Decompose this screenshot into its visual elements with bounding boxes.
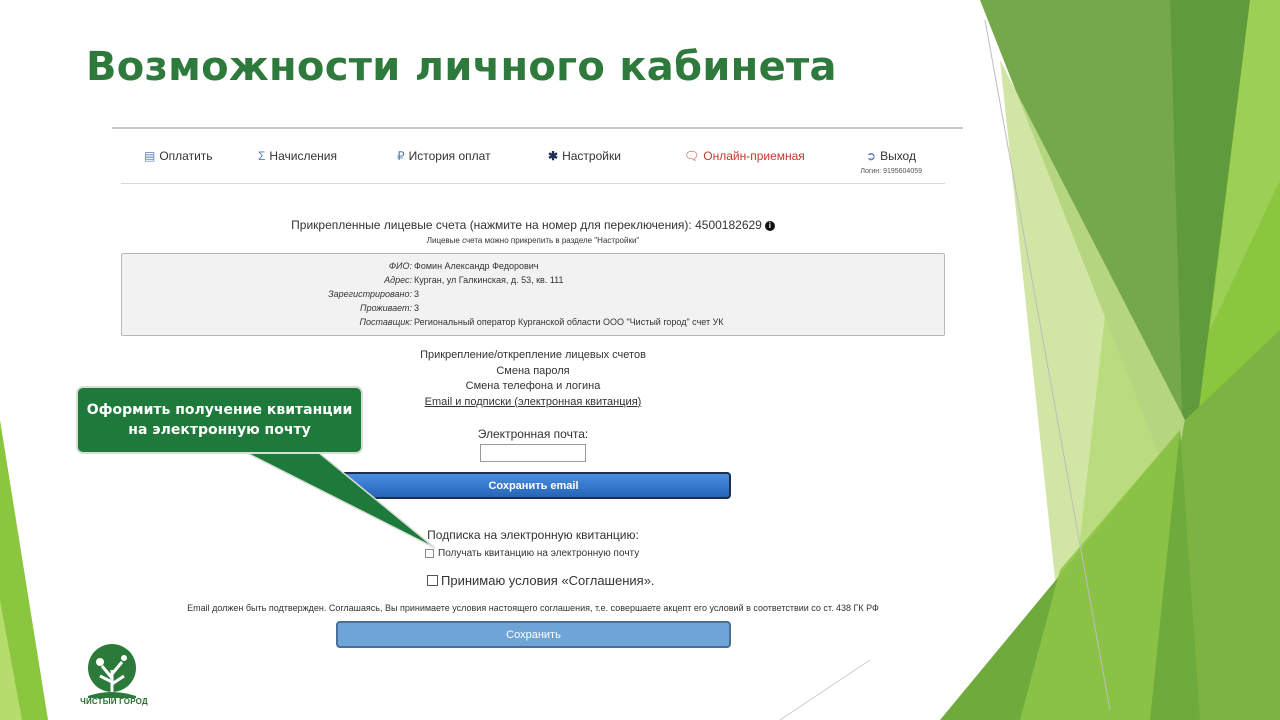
settings-links: Прикрепление/открепление лицевых счетов … (121, 348, 945, 410)
nav-item-label: История оплат (408, 149, 491, 163)
link-change-phone-login[interactable]: Смена телефона и логина (465, 380, 601, 392)
logout-icon: ➲ (866, 149, 877, 163)
info-value: 3 (414, 303, 420, 313)
info-row-provider: Поставщик: Региональный оператор Курганс… (122, 317, 944, 331)
agreement-option[interactable]: Принимаю условия «Соглашения». (427, 573, 655, 588)
link-attach-accounts[interactable]: Прикрепление/открепление лицевых счетов (420, 349, 646, 361)
sigma-icon: Σ (258, 149, 266, 163)
nav-item-label: Выход (880, 149, 916, 163)
nav-item-label: Начисления (269, 149, 337, 163)
account-info-box: ФИО: Фомин Александр Федорович Адрес: Ку… (121, 253, 945, 336)
info-value: Региональный оператор Курганской области… (414, 317, 724, 327)
top-divider (112, 127, 963, 129)
nav-item-settings[interactable]: ✱Настройки (548, 149, 621, 163)
callout-line-2: на электронную почту (128, 422, 311, 438)
save-email-button[interactable]: Сохранить email (336, 472, 731, 499)
disclaimer-text: Email должен быть подтвержден. Соглашаяс… (187, 603, 879, 613)
info-value: 3 (414, 289, 420, 299)
subscription-label: Подписка на электронную квитанцию: (427, 528, 639, 542)
slide-title: Возможности личного кабинета (86, 44, 837, 90)
nav-item-pay[interactable]: ▤Оплатить (144, 149, 213, 163)
agreement-checkbox-label: Принимаю условия «Соглашения». (441, 573, 655, 588)
tree-logo-icon (88, 644, 136, 698)
login-label: Логин: 9195604059 (860, 168, 922, 175)
subscription-checkbox[interactable] (425, 549, 434, 558)
document-icon: ▤ (144, 149, 156, 163)
nav-item-payment-history[interactable]: ₽История оплат (397, 149, 491, 163)
asterisk-icon: ✱ (548, 149, 559, 163)
info-row-registered: Зарегистрировано: 3 (122, 289, 944, 303)
info-label: ФИО: (388, 261, 412, 271)
chat-icon: 🗨 (684, 149, 700, 163)
attached-accounts-label: Прикрепленные лицевые счета (нажмите на … (291, 218, 692, 232)
nav-item-label: Настройки (562, 149, 621, 163)
link-change-password[interactable]: Смена пароля (496, 364, 570, 377)
info-icon[interactable]: i (764, 221, 775, 231)
email-label: Электронная почта: (477, 427, 589, 441)
agreement-checkbox[interactable] (427, 575, 438, 586)
ruble-icon: ₽ (397, 149, 405, 163)
info-row-name: ФИО: Фомин Александр Федорович (122, 261, 944, 275)
account-number-link[interactable]: 4500182629 (695, 218, 762, 232)
info-label: Поставщик: (359, 317, 412, 327)
callout-line-1: Оформить получение квитанции (86, 402, 353, 418)
info-label: Проживает: (360, 303, 412, 313)
nav-item-label: Онлайн-приемная (703, 149, 805, 163)
logo-text: ЧИСТЫЙ ГОРОД (80, 697, 148, 706)
info-label: Адрес: (384, 275, 412, 285)
link-email-subscriptions[interactable]: Email и подписки (электронная квитанция) (424, 395, 642, 408)
subscription-checkbox-label: Получать квитанцию на электронную почту (438, 548, 640, 559)
info-row-address: Адрес: Курган, ул Галкинская, д. 53, кв.… (122, 275, 944, 289)
info-value: Фомин Александр Федорович (414, 261, 539, 271)
attached-accounts: Прикрепленные лицевые счета (нажмите на … (121, 218, 945, 232)
nav-item-online-reception[interactable]: 🗨Онлайн-приемная (684, 149, 805, 163)
info-row-residents: Проживает: 3 (122, 303, 944, 317)
nav-item-label: Оплатить (159, 149, 213, 163)
email-field[interactable] (480, 444, 586, 462)
callout-bubble: Оформить получение квитанции на электрон… (76, 386, 363, 454)
save-button[interactable]: Сохранить (336, 621, 731, 648)
accounts-hint: Лицевые счета можно прикрепить в разделе… (426, 236, 640, 245)
info-label: Зарегистрировано: (328, 289, 412, 299)
info-value: Курган, ул Галкинская, д. 53, кв. 111 (414, 275, 564, 285)
nav-item-logout[interactable]: ➲Выход (866, 149, 916, 163)
subscription-option[interactable]: Получать квитанцию на электронную почту (425, 548, 639, 559)
